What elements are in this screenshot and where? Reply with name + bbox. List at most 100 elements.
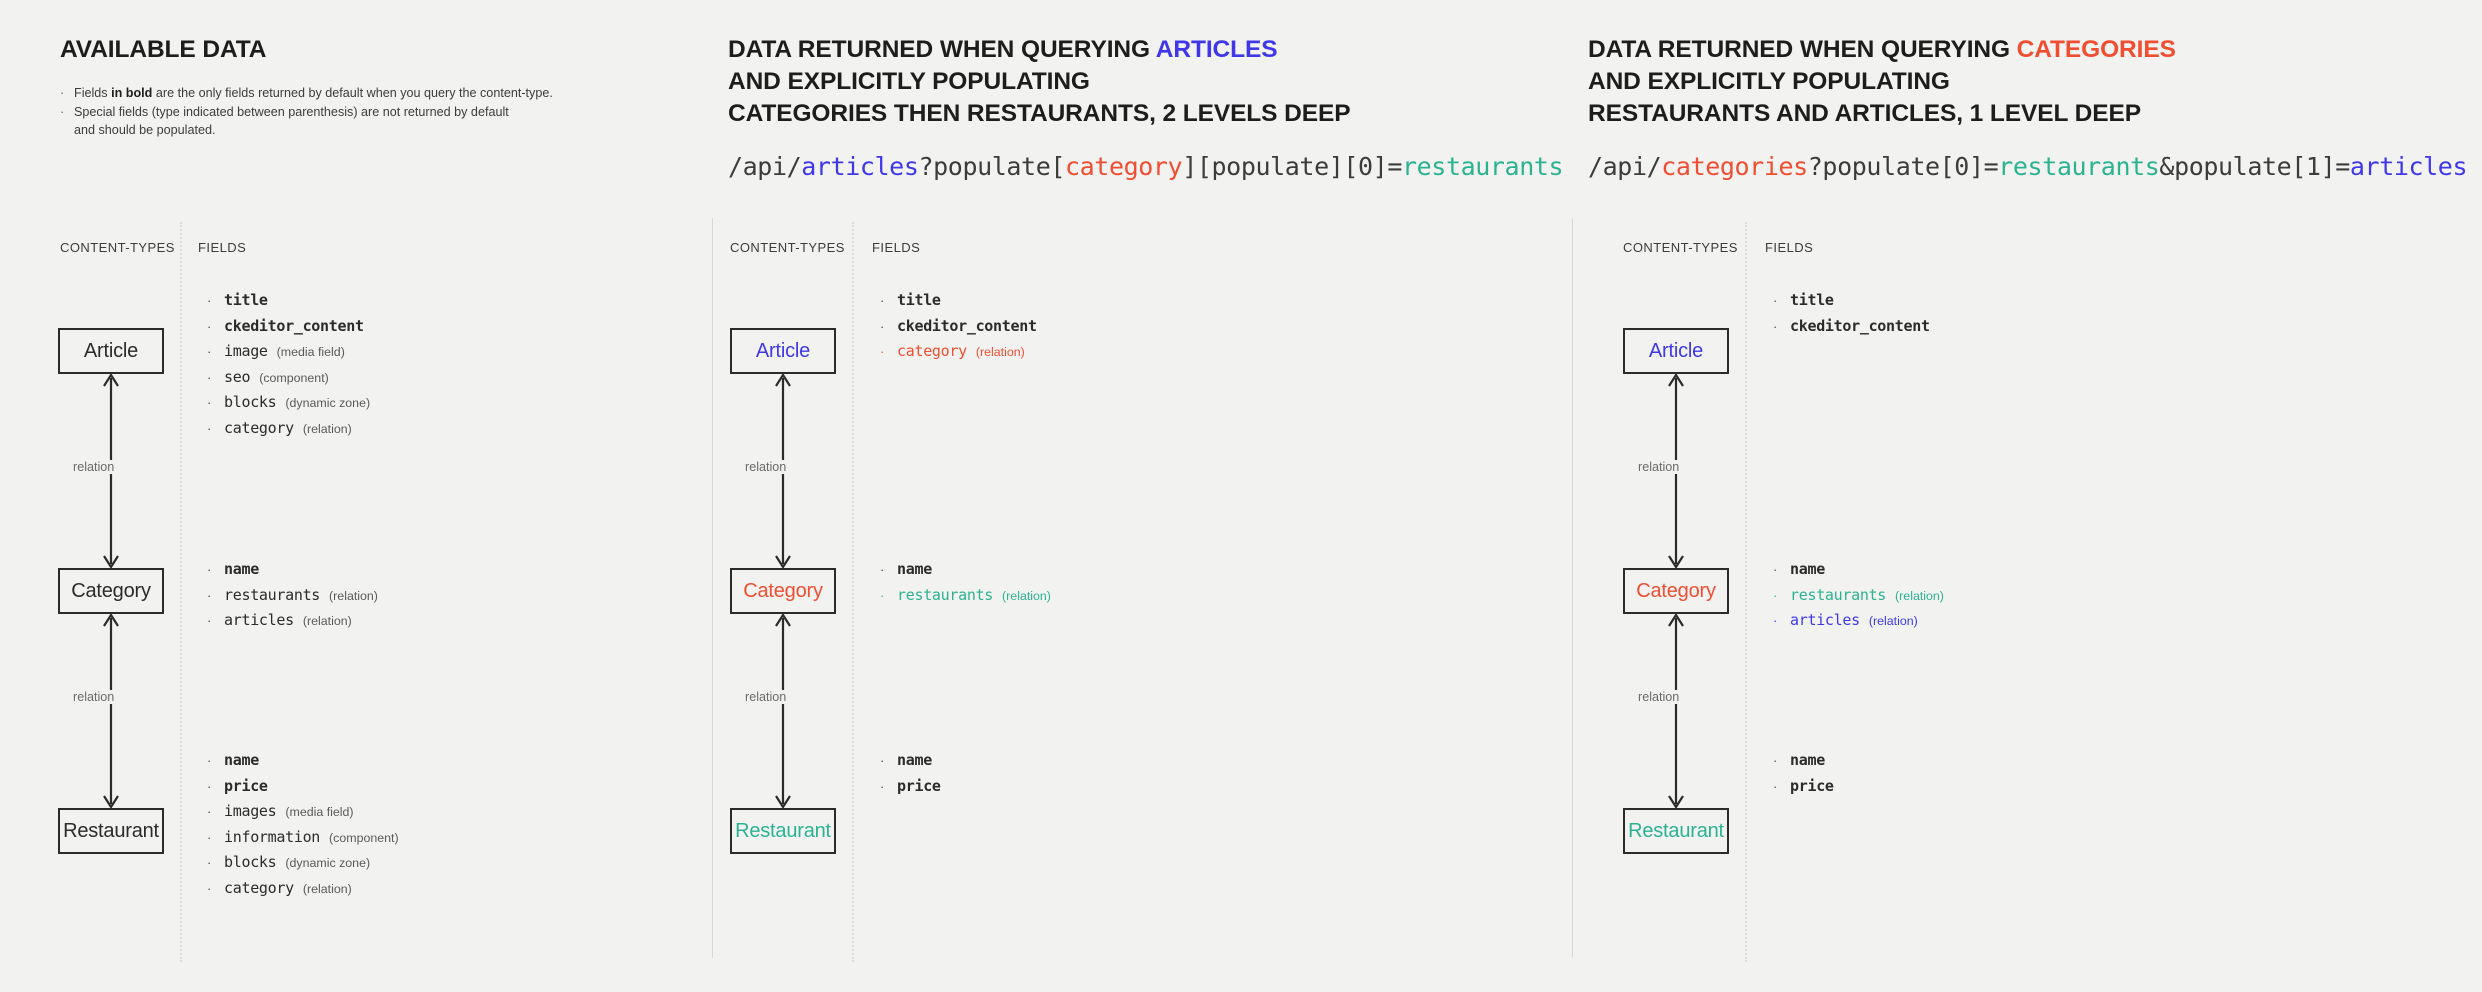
bullet-dot-icon: · [1773, 562, 1778, 577]
field-name: information [224, 827, 321, 846]
heading-line: DATA RETURNED WHEN QUERYING CATEGORIES [1588, 34, 2176, 66]
heading-segment: DATA RETURNED WHEN QUERYING [1588, 36, 2017, 63]
panel-divider-1 [712, 218, 713, 958]
panel-heading-block: AVAILABLE DATA · Fields in bold are the on… [60, 34, 553, 140]
field-row: ·images(media field) [207, 799, 399, 825]
bullet-dot-icon: · [1773, 587, 1778, 603]
content-type-box-article[interactable]: Article [1623, 328, 1729, 374]
field-row: · name [1773, 748, 1834, 774]
field-name: title [224, 291, 268, 309]
content-type-box-category[interactable]: Category [730, 568, 836, 614]
heading-line: CATEGORIES THEN RESTAURANTS, 2 LEVELS DE… [728, 98, 1351, 130]
legend-bullet-continuation: and should be populated. [60, 121, 553, 140]
url-segment: articles [2349, 152, 2468, 181]
url-segment: ?populate[0]= [1807, 152, 1999, 181]
url-segment: restaurants [1402, 152, 1564, 181]
content-type-box-restaurant[interactable]: Restaurant [730, 808, 836, 854]
panel-available-data: AVAILABLE DATA · Fields in bold are the on… [0, 0, 712, 992]
relation-label: relation [1634, 460, 1684, 474]
content-type-box-article[interactable]: Article [730, 328, 836, 374]
bullet-dot-icon: · [60, 85, 65, 100]
field-name: blocks [224, 393, 277, 412]
relation-label: relation [69, 690, 119, 704]
field-type: (dynamic zone) [285, 396, 371, 411]
field-group-restaurant: · name ·price [1773, 748, 1834, 799]
field-type: (relation) [1895, 588, 1944, 603]
legend-bullet: · Fields in bold are the only fields retu… [60, 84, 553, 103]
bullet-dot-icon: · [207, 318, 212, 334]
field-name: name [897, 560, 932, 578]
bullet-dot-icon: · [207, 804, 212, 820]
legend-bullet-text: Fields in bold are the only fields retur… [74, 86, 553, 100]
field-name: name [1790, 751, 1825, 769]
bullet-dot-icon: · [1773, 613, 1778, 629]
relation-arrow [775, 614, 791, 808]
bullet-dot-icon: · [207, 613, 212, 629]
field-name: restaurants [897, 585, 994, 604]
bullet-dot-icon: · [207, 420, 212, 436]
field-name: restaurants [1790, 585, 1887, 604]
field-name: image [224, 342, 268, 361]
content-type-box-category[interactable]: Category [1623, 568, 1729, 614]
field-type: (dynamic zone) [285, 856, 371, 871]
content-type-box-restaurant[interactable]: Restaurant [1623, 808, 1729, 854]
field-name: ckeditor_content [224, 316, 364, 335]
field-row: ·restaurants(relation) [207, 583, 378, 609]
field-row: ·category(relation) [207, 876, 399, 902]
field-name: title [1790, 291, 1834, 309]
bullet-dot-icon: · [1773, 753, 1778, 768]
field-row: · price [880, 774, 941, 800]
field-name: seo [224, 367, 251, 386]
field-group-restaurant: ·name·price·images(media field)·informat… [207, 748, 399, 902]
bullet-dot-icon: · [880, 753, 885, 768]
heading-segment: AND EXPLICITLY POPULATING [1588, 68, 1950, 95]
bullet-dot-icon: · [1773, 293, 1778, 308]
field-row: ·category(relation) [880, 339, 1037, 365]
bullet-dot-icon: · [880, 778, 885, 794]
field-row: ·seo(component) [207, 365, 370, 391]
field-name: blocks [224, 853, 277, 872]
field-row: · title [1773, 288, 1930, 314]
bullet-dot-icon: · [207, 293, 212, 308]
api-url[interactable]: /api/categories?populate[0]=restaurants&… [1588, 152, 2468, 181]
relation-label: relation [741, 690, 791, 704]
url-segment: category [1065, 152, 1183, 181]
field-row: ·restaurants(relation) [880, 583, 1051, 609]
relation-label: relation [1634, 690, 1684, 704]
field-group-article: ·title·ckeditor_content·category(relatio… [880, 288, 1037, 365]
content-type-box-restaurant[interactable]: Restaurant [58, 808, 164, 854]
legend-bullet-text: and should be populated. [74, 123, 216, 137]
legend-bullets: · Fields in bold are the only fields retu… [60, 84, 553, 140]
field-row: · ckeditor_content [207, 314, 370, 340]
relation-label: relation [741, 460, 791, 474]
field-name: name [897, 751, 932, 769]
heading-segment: AVAILABLE DATA [60, 36, 267, 63]
content-type-box-article[interactable]: Article [58, 328, 164, 374]
heading-line: AVAILABLE DATA [60, 34, 553, 66]
field-row: ·articles(relation) [1773, 608, 1944, 634]
panel-divider-2 [1572, 218, 1573, 958]
bullet-dot-icon: · [207, 855, 212, 871]
bullet-dot-icon: · [880, 293, 885, 308]
url-segment: categories [1661, 152, 1808, 181]
field-row: ·price [1773, 774, 1834, 800]
field-row: · restaurants (relation) [1773, 583, 1944, 609]
field-row: ·title [880, 288, 1037, 314]
spacer [60, 121, 74, 140]
field-group-category: ·name·restaurants(relation) [880, 557, 1051, 608]
field-row: ·information(component) [207, 825, 399, 851]
field-name: category [224, 418, 294, 437]
column-dotted-divider [180, 222, 182, 962]
field-group-category: ·name·restaurants(relation)·articles(rel… [207, 557, 378, 634]
caption-content-types: CONTENT-TYPES [730, 240, 845, 255]
heading-line: AND EXPLICITLY POPULATING [728, 66, 1350, 98]
field-name: price [897, 776, 941, 795]
heading-line: DATA RETURNED WHEN QUERYING ARTICLES [728, 34, 1350, 66]
field-type: (relation) [1002, 588, 1051, 603]
content-type-box-category[interactable]: Category [58, 568, 164, 614]
api-url[interactable]: /api/articles?populate[category][populat… [728, 152, 1564, 181]
field-name: images [224, 802, 277, 821]
